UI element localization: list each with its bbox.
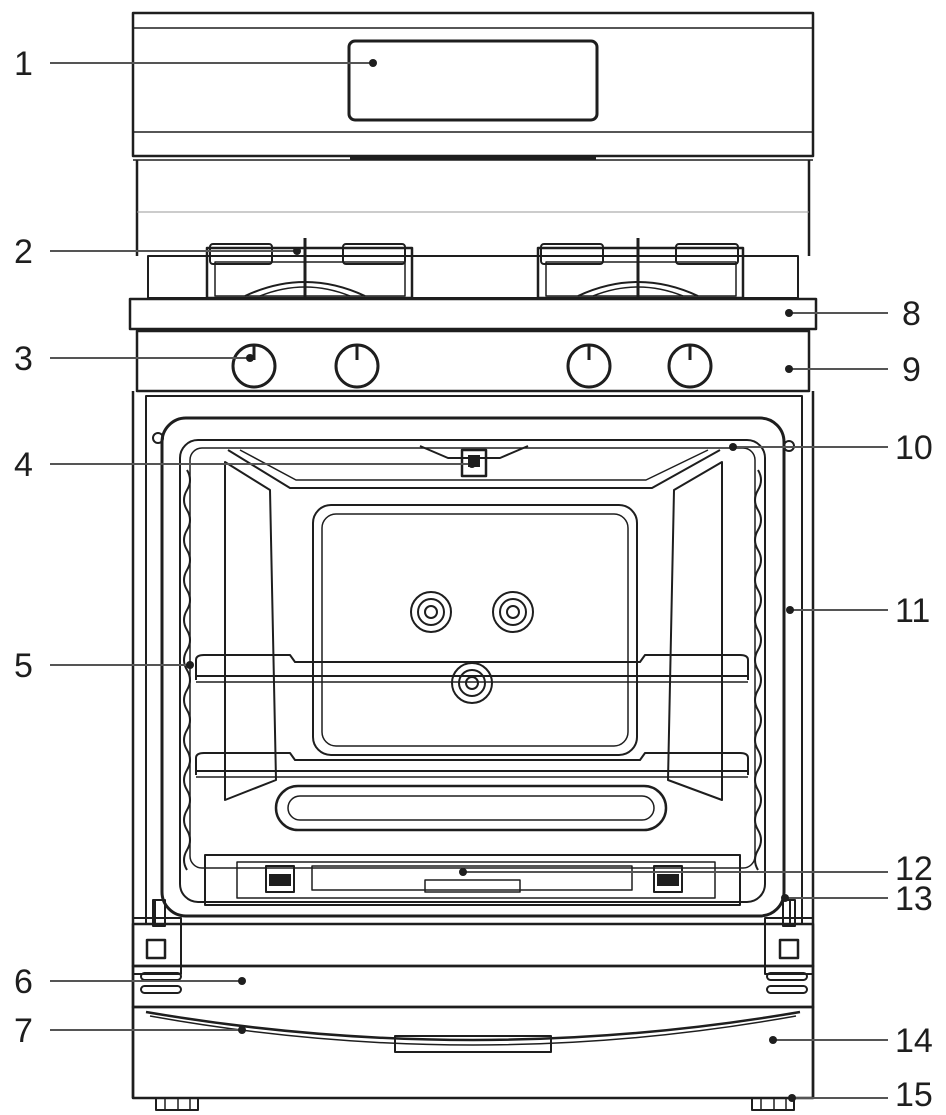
- callout-13: 13: [895, 880, 933, 918]
- leveling-foot-left: [155, 1097, 199, 1111]
- callout-8: 8: [902, 295, 921, 333]
- oven-cavity: [160, 416, 786, 918]
- burner-grate-left: [147, 238, 799, 300]
- display-panel: [347, 39, 599, 122]
- oven-rack-lower: [195, 752, 749, 778]
- callout-6: 6: [14, 963, 33, 1001]
- backguard: [131, 11, 815, 161]
- knob-2: [334, 343, 380, 389]
- leader-lines: [50, 59, 888, 1102]
- oven-floor: [204, 854, 741, 906]
- drawer-handle: [131, 1005, 815, 1100]
- burner-grate-right: [536, 238, 745, 300]
- knob-4: [667, 343, 713, 389]
- door-hinge-left: [152, 899, 166, 927]
- control-panel: [135, 329, 811, 393]
- cooktop-front-edge: [128, 297, 818, 331]
- callout-9: 9: [902, 351, 921, 389]
- oven-rack-upper: [195, 654, 749, 683]
- cooktop-body: [135, 160, 811, 256]
- callout-14: 14: [895, 1022, 933, 1060]
- callout-11: 11: [895, 592, 931, 630]
- callout-12: 12: [895, 850, 933, 888]
- callout-10: 10: [895, 429, 933, 467]
- door-hinge-right: [782, 899, 796, 927]
- callout-15: 15: [895, 1076, 933, 1114]
- leveling-foot-right: [751, 1097, 795, 1111]
- storage-drawer: [131, 964, 815, 1009]
- fan-center: [451, 662, 493, 704]
- fan-left: [410, 591, 452, 633]
- oven-body: [131, 391, 815, 1098]
- callout-5: 5: [14, 647, 33, 685]
- fan-right: [492, 591, 534, 633]
- knob-3: [566, 343, 612, 389]
- callout-2: 2: [14, 233, 33, 271]
- callout-3: 3: [14, 340, 33, 378]
- knob-1: [231, 343, 277, 389]
- callout-1: 1: [14, 45, 33, 83]
- callout-4: 4: [14, 446, 33, 484]
- callout-7: 7: [14, 1012, 33, 1050]
